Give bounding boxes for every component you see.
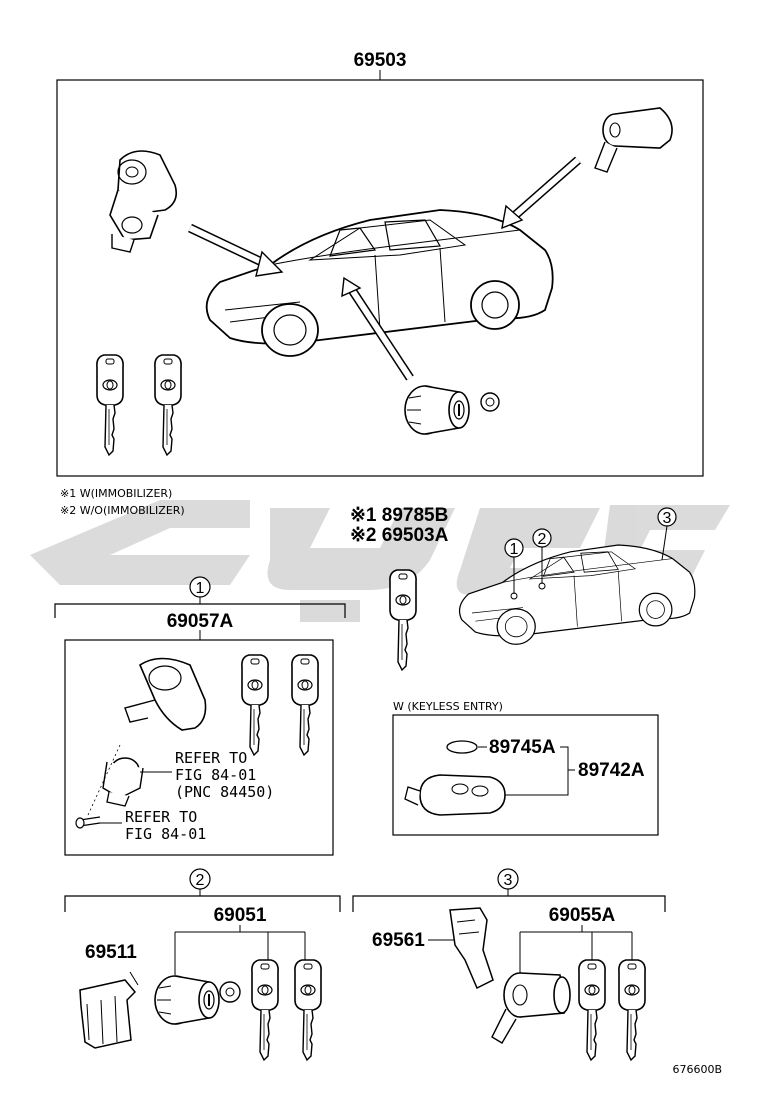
group-3-part-number: 69055A — [549, 905, 616, 926]
group-1-ref2-line2: FIG 84-01 — [125, 825, 206, 843]
group-1 — [54, 576, 346, 856]
group-2 — [64, 868, 341, 1061]
key-part-number-1: ※1 89785B — [350, 505, 448, 526]
keyless-entry — [392, 714, 659, 836]
callout-3-car: 3 — [663, 510, 672, 527]
group-1-ref1-line1: REFER TO — [175, 749, 247, 767]
group-1-ref1-line2: FIG 84-01 — [175, 766, 256, 784]
callout-1: 1 — [196, 580, 205, 597]
group-1-ref2-line1: REFER TO — [125, 808, 197, 826]
transmitter-part-number: 89742A — [578, 760, 645, 781]
battery-part-number: 89745A — [489, 737, 556, 758]
spare-key — [389, 569, 417, 671]
group-1-part-number: 69057A — [167, 611, 234, 632]
callout-2: 2 — [196, 872, 205, 889]
top-assembly-part-number: 69503 — [354, 50, 407, 71]
note-no-immobilizer: ※2 W/O(IMMOBILIZER) — [60, 504, 185, 517]
keyless-entry-label: W (KEYLESS ENTRY) — [393, 700, 503, 713]
key-part-number-2: ※2 69503A — [350, 525, 449, 546]
callout-2-car: 2 — [538, 531, 547, 548]
note-immobilizer: ※1 W(IMMOBILIZER) — [60, 487, 172, 500]
group-1-ref1-line3: (PNC 84450) — [175, 783, 274, 801]
group-3 — [352, 868, 666, 1061]
callout-1-car: 1 — [510, 541, 519, 558]
top-assembly — [56, 70, 704, 477]
figure-id: 676600B — [672, 1063, 722, 1076]
group-2-clip-number: 69511 — [85, 942, 137, 963]
group-3-clip-number: 69561 — [372, 930, 425, 951]
callout-3: 3 — [504, 872, 513, 889]
group-2-part-number: 69051 — [214, 905, 267, 926]
reference-car — [458, 507, 696, 645]
